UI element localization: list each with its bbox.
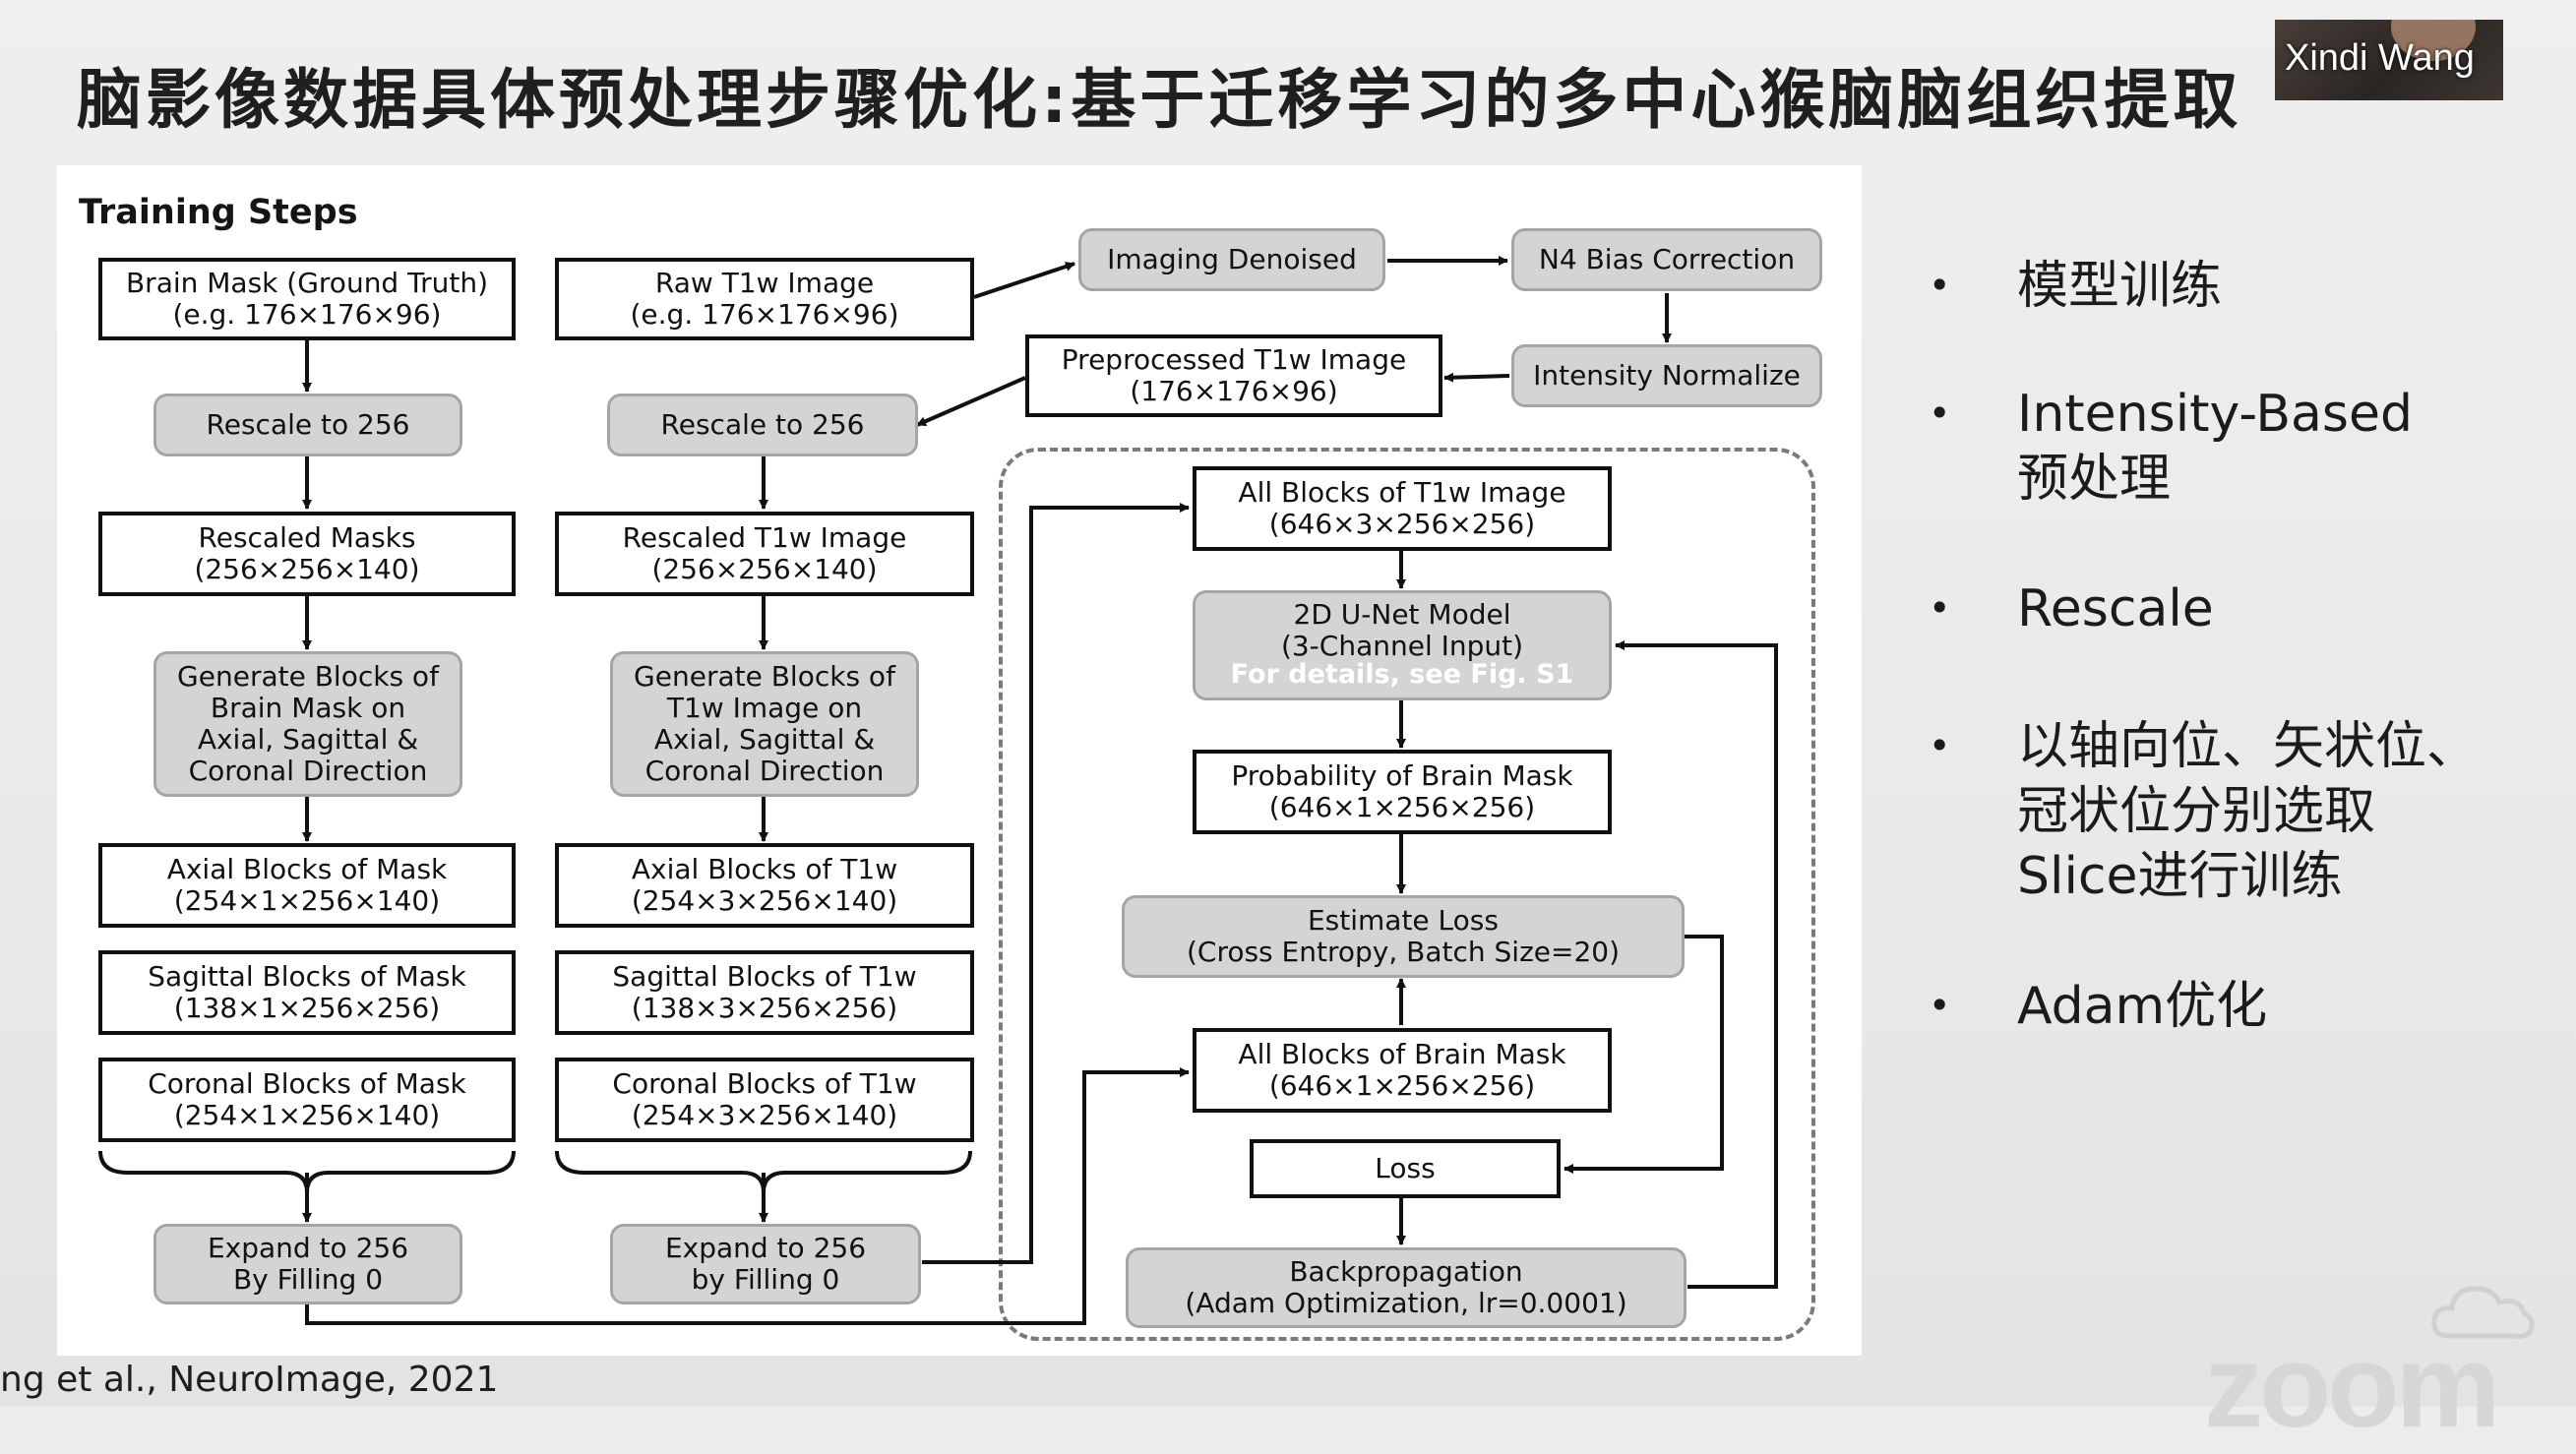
slide-title: 脑影像数据具体预处理步骤优化:基于迁移学习的多中心猴脑脑组织提取 (77, 62, 2242, 138)
bullet-text: 以轴向位、矢状位、 冠状位分别选取 Slice进行训练 (2017, 717, 2479, 906)
arrow-estimate-to-loss (1564, 935, 1724, 1174)
speaker-name-label: Xindi Wang (2285, 37, 2475, 79)
flow-connectors (98, 256, 1778, 1325)
arrow-preprocessed-to-rescale (916, 376, 1026, 427)
n4-bias-correction-step: N4 Bias Correction (1511, 228, 1822, 291)
expand-t1w-step: Expand to 256 by Filling 0 (610, 1224, 921, 1304)
preprocessed-t1w-image-box: Preprocessed T1w Image (176×176×96) (1025, 334, 1442, 417)
coronal-mask-blocks-box: Coronal Blocks of Mask (254×1×256×140) (98, 1058, 516, 1142)
arrow-backprop-to-unet (1615, 640, 1778, 1289)
rescaled-masks-box: Rescaled Masks (256×256×140) (98, 512, 516, 596)
all-t1w-blocks-box: All Blocks of T1w Image (646×3×256×256) (1193, 466, 1612, 551)
estimate-loss-step: Estimate Loss (Cross Entropy, Batch Size… (1122, 895, 1685, 978)
backpropagation-step: Backpropagation (Adam Optimization, lr=0… (1126, 1247, 1687, 1328)
loss-box: Loss (1250, 1139, 1561, 1198)
bullet-text: Intensity-Based 预处理 (2017, 385, 2413, 509)
sagittal-t1w-blocks-box: Sagittal Blocks of T1w (138×3×256×256) (555, 950, 974, 1035)
intensity-normalize-step: Intensity Normalize (1511, 344, 1822, 407)
rescale-masks-step: Rescale to 256 (153, 394, 462, 456)
bullet-text: 模型训练 (2017, 257, 2223, 316)
bullet-text: Adam优化 (2017, 977, 2268, 1036)
unet-model-step: 2D U-Net Model (3-Channel Input) (1193, 590, 1612, 700)
bullet-dot: • (1929, 264, 1951, 307)
brace-mid (555, 1150, 972, 1193)
generate-t1w-blocks-step: Generate Blocks of T1w Image on Axial, S… (610, 651, 919, 797)
bullet-dot: • (1929, 724, 1951, 767)
probability-brain-mask-box: Probability of Brain Mask (646×1×256×256… (1193, 750, 1612, 834)
training-loop-region (999, 448, 1815, 1341)
raw-t1w-image-box: Raw T1w Image (e.g. 176×176×96) (555, 258, 974, 340)
bullet-dot: • (1929, 392, 1951, 435)
cloud-icon (2431, 1286, 2535, 1339)
figure-heading: Training Steps (79, 193, 358, 232)
bullet-dot: • (1929, 586, 1951, 630)
arrow-normalize-to-preprocessed (1443, 372, 1510, 383)
arrow-expand-t1w-to-all-t1w (922, 503, 1190, 1264)
all-mask-blocks-box: All Blocks of Brain Mask (646×1×256×256) (1193, 1028, 1612, 1113)
imaging-denoised-step: Imaging Denoised (1078, 228, 1385, 291)
citation-text: ng et al., NeuroImage, 2021 (0, 1360, 499, 1400)
unet-details-note: For details, see Fig. S1 (1230, 659, 1574, 690)
rescale-t1w-step: Rescale to 256 (607, 394, 918, 456)
generate-mask-blocks-step: Generate Blocks of Brain Mask on Axial, … (153, 651, 462, 797)
sagittal-mask-blocks-box: Sagittal Blocks of Mask (138×1×256×256) (98, 950, 516, 1035)
arrow-expand-mask-to-all-mask (305, 1067, 1190, 1325)
rescaled-t1w-image-box: Rescaled T1w Image (256×256×140) (555, 512, 974, 596)
speaker-video-tile[interactable]: Xindi Wang (2275, 20, 2503, 100)
axial-t1w-blocks-box: Axial Blocks of T1w (254×3×256×140) (555, 843, 974, 928)
brace-left (98, 1150, 516, 1193)
zoom-watermark-logo: zoom (2204, 1320, 2500, 1452)
brain-mask-ground-truth-box: Brain Mask (Ground Truth) (e.g. 176×176×… (98, 258, 516, 340)
coronal-t1w-blocks-box: Coronal Blocks of T1w (254×3×256×140) (555, 1058, 974, 1142)
bullet-dot: • (1929, 984, 1951, 1027)
bullet-text: Rescale (2017, 579, 2214, 638)
arrow-raw-to-denoise (973, 262, 1075, 299)
axial-mask-blocks-box: Axial Blocks of Mask (254×1×256×140) (98, 843, 516, 928)
expand-mask-step: Expand to 256 By Filling 0 (153, 1224, 462, 1304)
